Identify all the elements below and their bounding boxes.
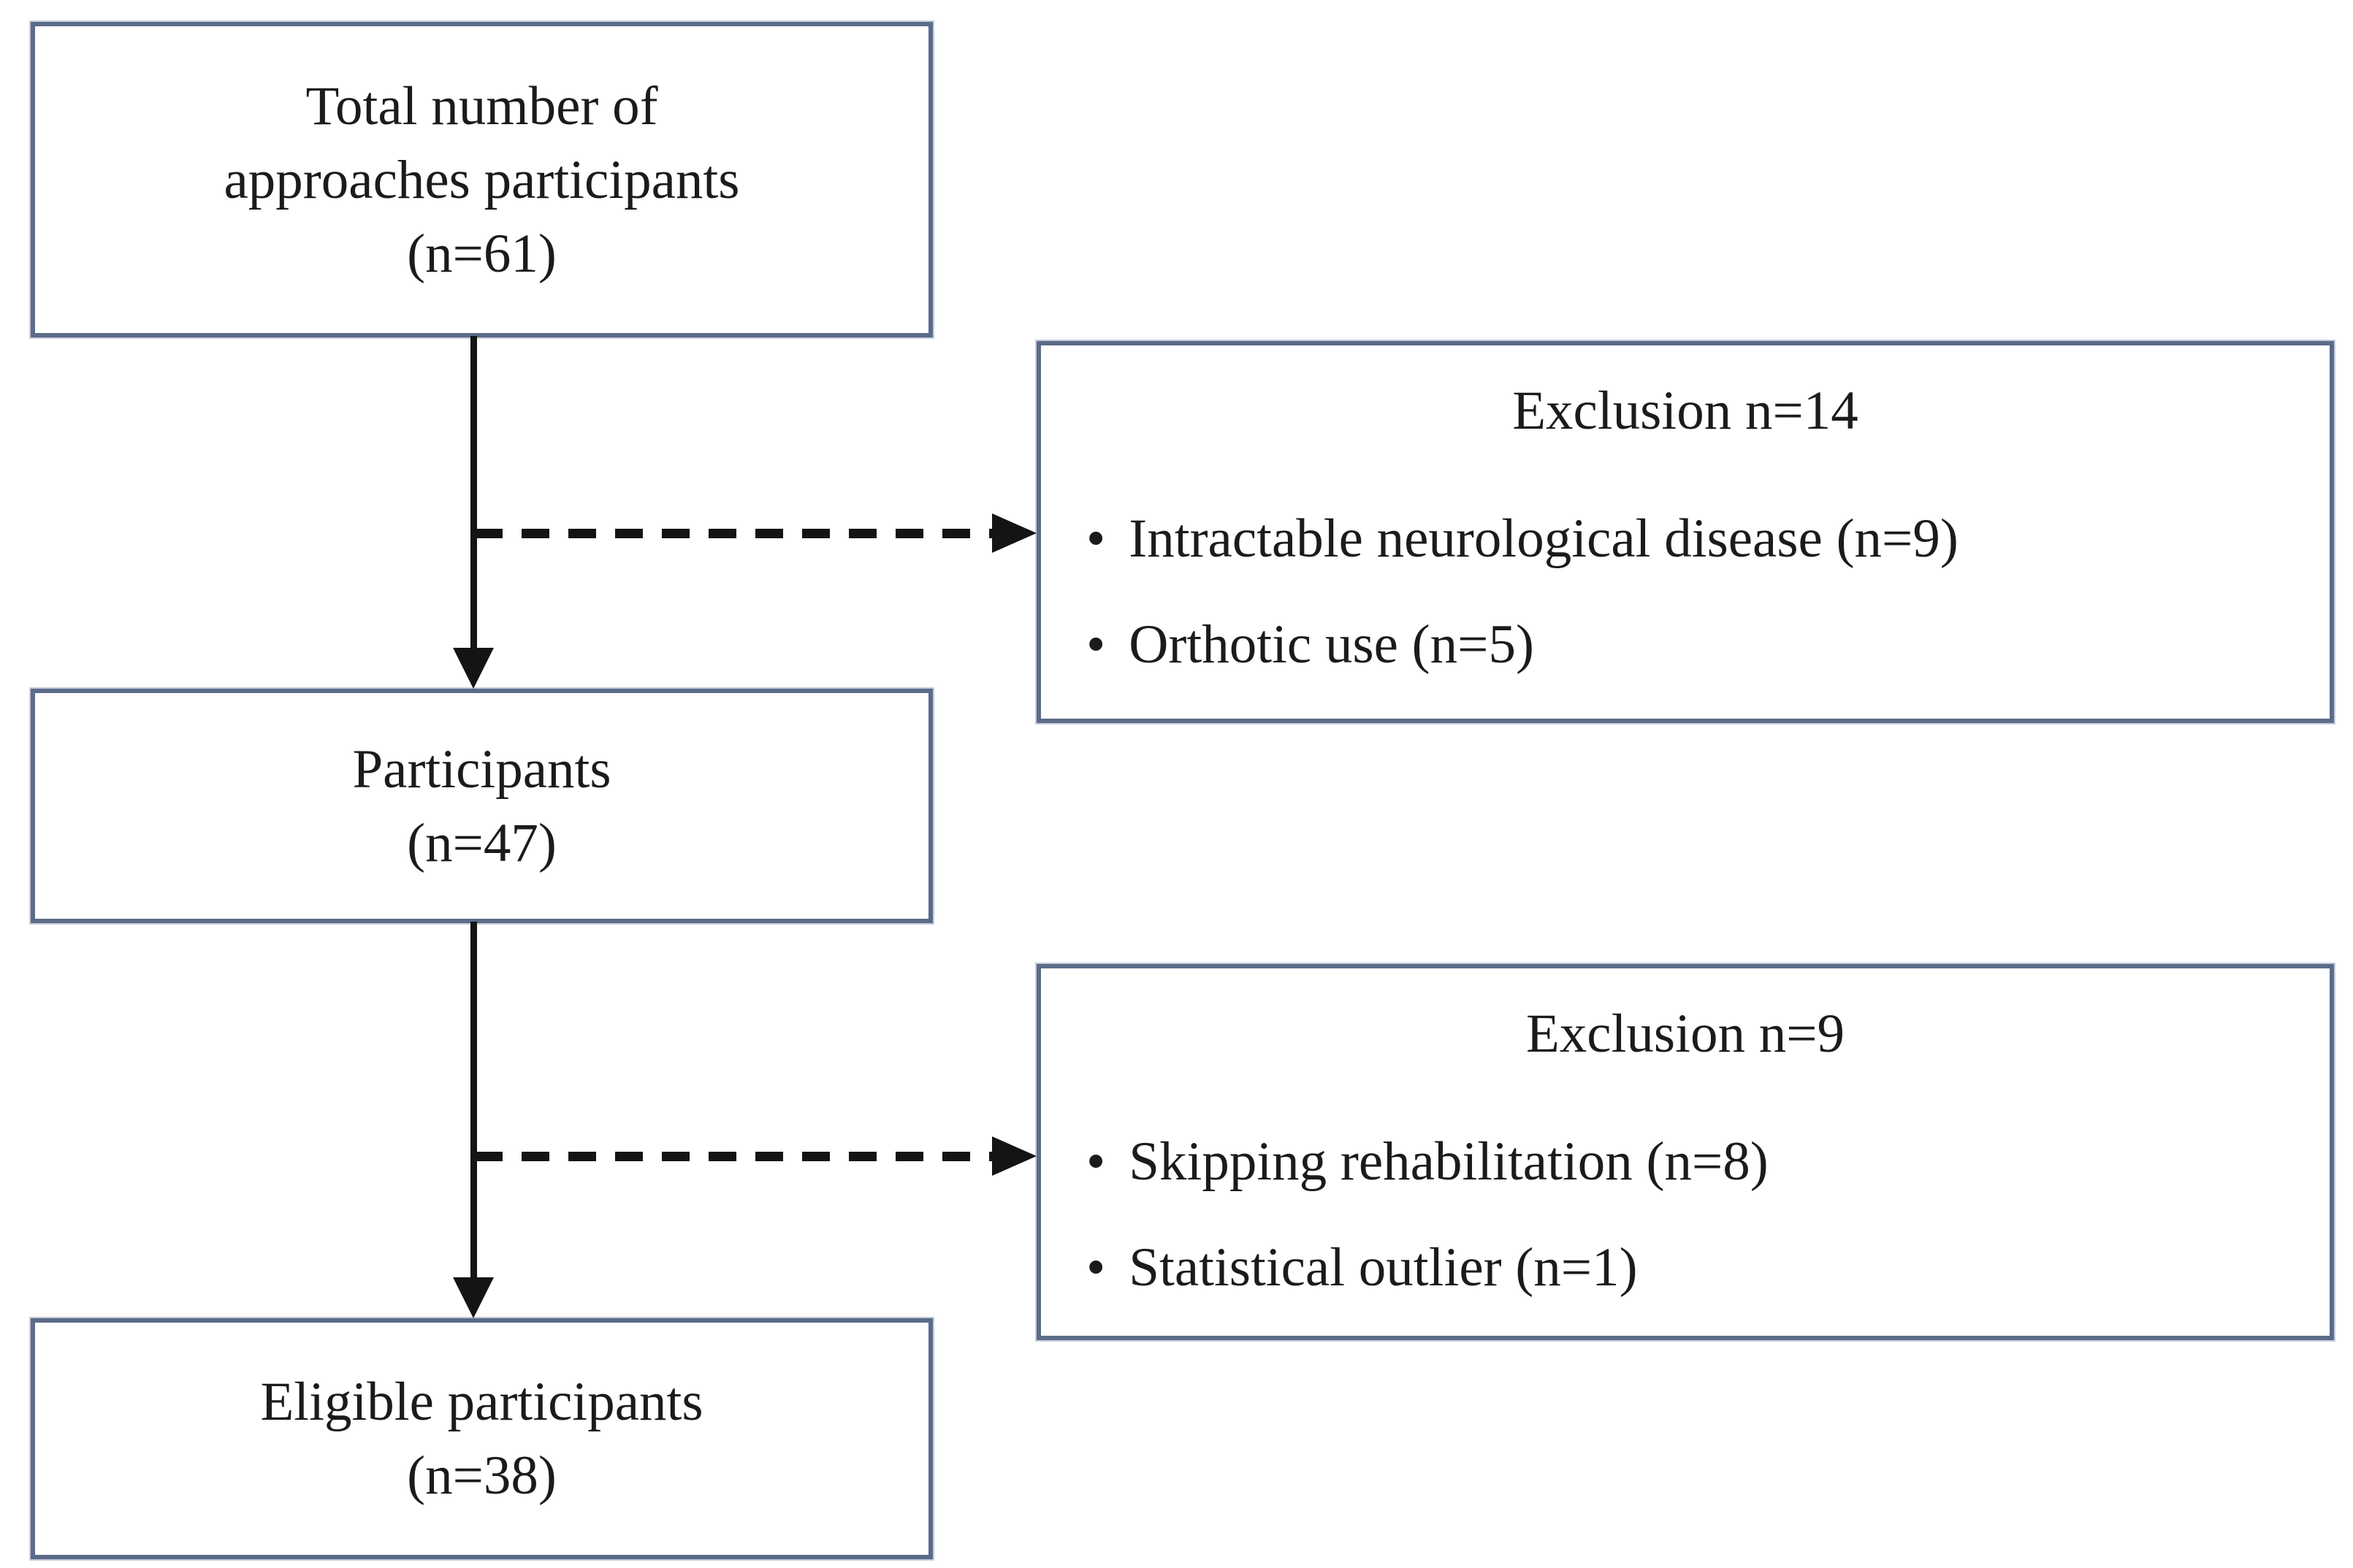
exclusion-1-item-2: • Orthotic use (n=5)	[1041, 612, 2330, 678]
exclusion-2-item-1: • Skipping rehabilitation (n=8)	[1041, 1129, 2330, 1195]
node-box-total: Total number of approaches participants …	[31, 22, 933, 337]
dashed-arrow-line	[475, 529, 994, 538]
exclusion-2-item-1-text: Skipping rehabilitation (n=8)	[1129, 1131, 1769, 1192]
exclusion-box-2: Exclusion n=9 • Skipping rehabilitation (…	[1037, 964, 2334, 1340]
exclusion-2-item-2: • Statistical outlier (n=1)	[1041, 1235, 2330, 1301]
node-box-participants: Participants (n=47)	[31, 689, 933, 923]
arrow-right-icon	[992, 513, 1037, 553]
dashed-arrow-line	[475, 1152, 994, 1161]
bullet-icon: •	[1086, 1237, 1106, 1298]
arrow-line	[470, 336, 477, 650]
node-box-participants-line-1: Participants	[352, 738, 611, 800]
node-box-eligible: Eligible participants (n=38)	[31, 1318, 933, 1559]
exclusion-1-item-1-text: Intractable neurological disease (n=9)	[1129, 508, 1959, 569]
bullet-icon: •	[1086, 508, 1106, 569]
arrow-line	[470, 922, 477, 1280]
arrow-right-icon	[992, 1136, 1037, 1176]
exclusion-box-1: Exclusion n=14 • Intractable neurological…	[1037, 341, 2334, 723]
node-box-eligible-line-2: (n=38)	[407, 1445, 557, 1506]
exclusion-1-item-2-text: Orthotic use (n=5)	[1129, 614, 1534, 675]
bullet-icon: •	[1086, 614, 1106, 675]
exclusion-2-title: Exclusion n=9	[1525, 1003, 1845, 1064]
exclusion-1-title: Exclusion n=14	[1512, 380, 1858, 441]
node-box-eligible-line-1: Eligible participants	[260, 1372, 703, 1432]
node-box-total-line-2: approaches participants	[224, 149, 740, 210]
node-box-total-line-3: (n=61)	[407, 223, 557, 284]
node-box-total-line-1: Total number of	[305, 75, 658, 137]
arrow-down-icon	[453, 1277, 494, 1318]
exclusion-2-item-2-text: Statistical outlier (n=1)	[1129, 1237, 1638, 1298]
bullet-icon: •	[1086, 1131, 1106, 1192]
arrow-down-icon	[453, 648, 494, 689]
node-box-participants-line-2: (n=47)	[407, 812, 557, 873]
exclusion-1-item-1: • Intractable neurological disease (n=9)	[1041, 506, 2330, 572]
